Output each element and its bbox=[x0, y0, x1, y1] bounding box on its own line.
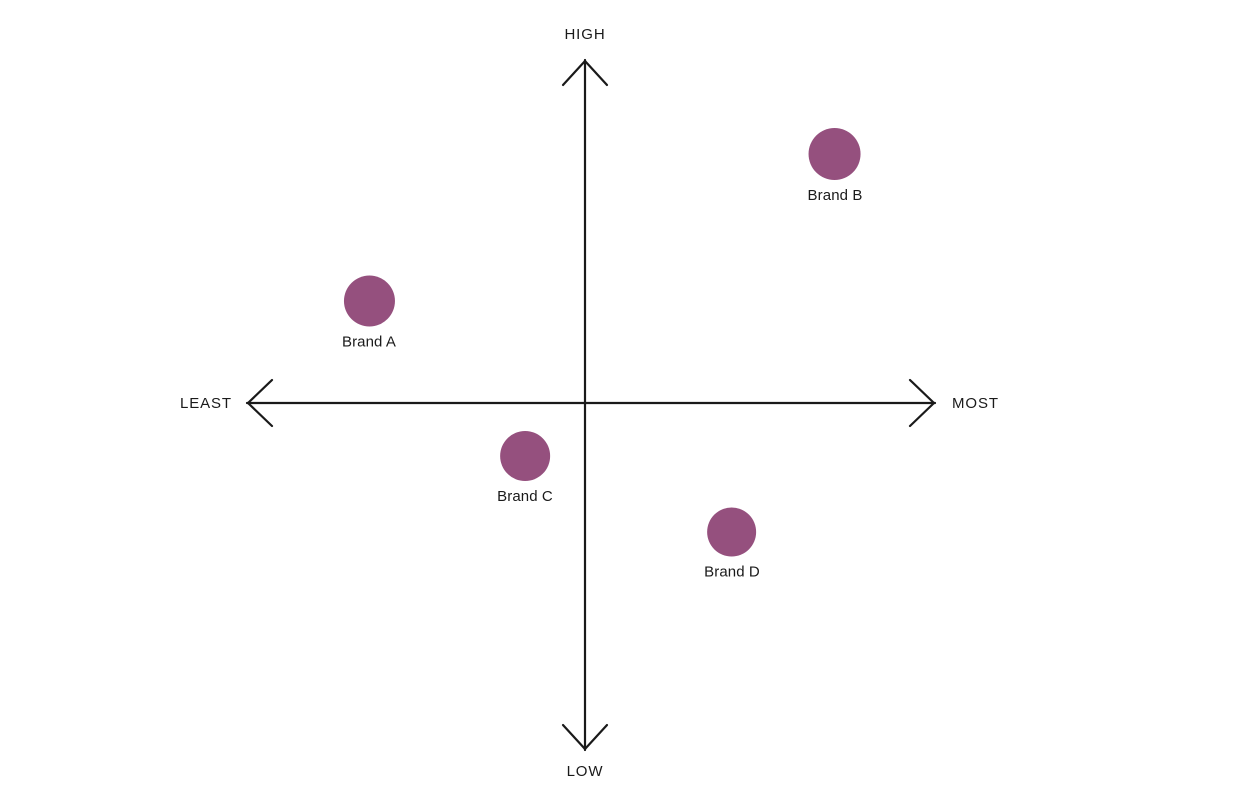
arrowhead-top-icon bbox=[561, 59, 609, 87]
arrowhead-left-icon bbox=[246, 378, 274, 428]
bubble-marker bbox=[343, 275, 395, 327]
axis-label-high: HIGH bbox=[564, 26, 606, 43]
data-point-brand-d[interactable]: Brand D bbox=[704, 507, 760, 581]
data-point-brand-b[interactable]: Brand B bbox=[808, 128, 863, 203]
data-point-brand-a[interactable]: Brand A bbox=[341, 275, 397, 351]
arrowhead-right-icon bbox=[908, 378, 936, 428]
bubble-marker bbox=[499, 431, 550, 481]
data-point-label: Brand B bbox=[807, 187, 863, 204]
axis-label-most: MOST bbox=[952, 395, 999, 412]
arrowhead-bottom-icon bbox=[561, 723, 609, 751]
data-point-label: Brand D bbox=[704, 563, 760, 581]
axis-label-least: LEAST bbox=[179, 395, 232, 412]
data-point-label: Brand A bbox=[341, 333, 397, 351]
bubble-marker bbox=[707, 507, 757, 557]
bubble-marker bbox=[809, 128, 861, 180]
axis-label-low: LOW bbox=[566, 763, 604, 780]
data-point-brand-c[interactable]: Brand C bbox=[497, 431, 553, 504]
data-point-label: Brand C bbox=[497, 488, 553, 505]
